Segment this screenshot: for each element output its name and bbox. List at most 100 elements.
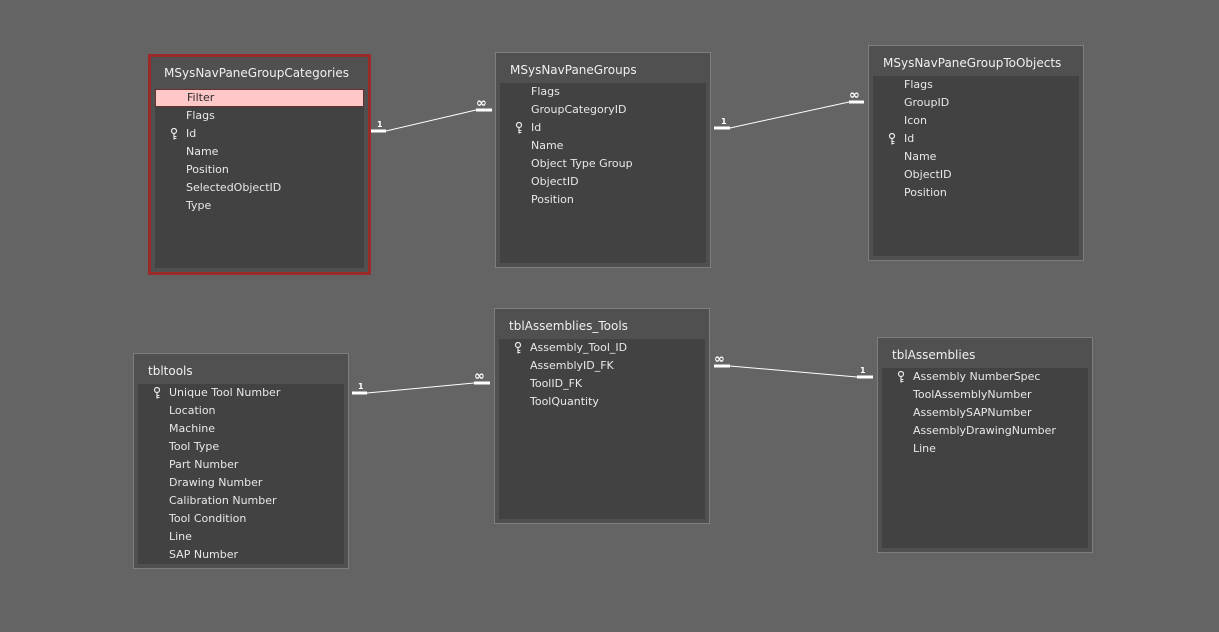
field-name: Name xyxy=(904,150,937,163)
field-row-sap-number[interactable]: SAP Number xyxy=(138,546,344,564)
field-name: Type xyxy=(186,199,212,212)
field-name: Location xyxy=(169,404,216,417)
field-name: Id xyxy=(531,121,542,134)
field-name: Calibration Number xyxy=(169,494,277,507)
field-name: Flags xyxy=(531,85,560,98)
field-row-groupcategoryid[interactable]: GroupCategoryID xyxy=(500,101,706,119)
relationship-one-label: 1 xyxy=(358,382,364,391)
field-name: Assembly_Tool_ID xyxy=(530,341,628,354)
field-row-name[interactable]: Name xyxy=(500,137,706,155)
field-row-position[interactable]: Position xyxy=(873,184,1079,202)
field-name: Flags xyxy=(904,78,933,91)
table-title[interactable]: tblAssemblies xyxy=(892,348,976,362)
table-tbltools[interactable]: tbltools Unique Tool Number Location Mac… xyxy=(133,353,349,569)
field-row-assembly-tool-id[interactable]: Assembly_Tool_ID xyxy=(499,339,705,357)
field-name: Icon xyxy=(904,114,927,127)
table-title[interactable]: MSysNavPaneGroupCategories xyxy=(164,66,350,80)
field-name: Id xyxy=(186,127,197,140)
field-row-line[interactable]: Line xyxy=(882,440,1088,458)
table-title[interactable]: MSysNavPaneGroupToObjects xyxy=(883,56,1062,70)
field-row-assemblydrawingnumber[interactable]: AssemblyDrawingNumber xyxy=(882,422,1088,440)
field-name: AssemblySAPNumber xyxy=(913,406,1032,419)
field-row-calibration-number[interactable]: Calibration Number xyxy=(138,492,344,510)
relationship-line xyxy=(729,101,850,129)
field-name: Position xyxy=(904,186,947,199)
field-row-flags[interactable]: Flags xyxy=(155,107,364,125)
table-title[interactable]: tbltools xyxy=(148,364,193,378)
field-row-flags[interactable]: Flags xyxy=(500,83,706,101)
table-title[interactable]: tblAssemblies_Tools xyxy=(509,319,628,333)
field-name: Drawing Number xyxy=(169,476,263,489)
field-name: AssemblyID_FK xyxy=(530,359,614,372)
field-row-groupid[interactable]: GroupID xyxy=(873,94,1079,112)
field-row-assembly-numberspec[interactable]: Assembly NumberSpec xyxy=(882,368,1088,386)
field-row-toolquantity[interactable]: ToolQuantity xyxy=(499,393,705,411)
field-row-object-type-group[interactable]: Object Type Group xyxy=(500,155,706,173)
key-icon xyxy=(514,342,522,354)
field-row-tool-condition[interactable]: Tool Condition xyxy=(138,510,344,528)
relationship-many-label: ∞ xyxy=(714,352,725,367)
field-row-tool-type[interactable]: Tool Type xyxy=(138,438,344,456)
field-name: Object Type Group xyxy=(531,157,633,170)
field-row-name[interactable]: Name xyxy=(155,143,364,161)
field-row-id[interactable]: Id xyxy=(500,119,706,137)
field-row-line[interactable]: Line xyxy=(138,528,344,546)
field-row-unique-tool-number[interactable]: Unique Tool Number xyxy=(138,384,344,402)
field-list[interactable]: Assembly_Tool_ID AssemblyID_FK ToolID_FK… xyxy=(499,339,705,519)
field-name: Name xyxy=(531,139,564,152)
field-name: Position xyxy=(531,193,574,206)
relationship-assembliestools-assemblies[interactable]: ∞ 1 xyxy=(714,352,873,379)
field-row-id[interactable]: Id xyxy=(873,130,1079,148)
relationship-one-label: 1 xyxy=(721,117,727,126)
field-row-toolid-fk[interactable]: ToolID_FK xyxy=(499,375,705,393)
field-list[interactable]: Unique Tool Number Location Machine Tool… xyxy=(138,384,344,564)
field-list[interactable]: Flags GroupID Icon Id Name O xyxy=(873,76,1079,256)
table-msysnavpanegroups[interactable]: MSysNavPaneGroups Flags GroupCategoryID … xyxy=(495,52,711,268)
field-row-machine[interactable]: Machine xyxy=(138,420,344,438)
field-row-id[interactable]: Id xyxy=(155,125,364,143)
table-title[interactable]: MSysNavPaneGroups xyxy=(510,63,637,77)
field-row-position[interactable]: Position xyxy=(155,161,364,179)
field-name: Line xyxy=(913,442,936,455)
field-row-location[interactable]: Location xyxy=(138,402,344,420)
relationship-one-label: 1 xyxy=(860,366,866,375)
field-row-name[interactable]: Name xyxy=(873,148,1079,166)
field-name: ToolAssemblyNumber xyxy=(913,388,1032,401)
field-row-filter[interactable]: Filter xyxy=(155,89,364,107)
field-row-drawing-number[interactable]: Drawing Number xyxy=(138,474,344,492)
field-name: ToolQuantity xyxy=(530,395,599,408)
field-name: SelectedObjectID xyxy=(186,181,282,194)
relationship-line xyxy=(385,109,477,132)
field-row-toolassemblynumber[interactable]: ToolAssemblyNumber xyxy=(882,386,1088,404)
table-tblassemblies[interactable]: tblAssemblies Assembly NumberSpec ToolAs… xyxy=(877,337,1093,553)
table-msysnavpanegroupcategories[interactable]: MSysNavPaneGroupCategories Filter Flags … xyxy=(148,54,371,275)
field-row-assemblysapnumber[interactable]: AssemblySAPNumber xyxy=(882,404,1088,422)
field-row-icon[interactable]: Icon xyxy=(873,112,1079,130)
field-row-type[interactable]: Type xyxy=(155,197,364,215)
field-row-objectid[interactable]: ObjectID xyxy=(500,173,706,191)
table-tblassemblies-tools[interactable]: tblAssemblies_Tools Assembly_Tool_ID Ass… xyxy=(494,308,710,524)
table-msysnavpanegrouptoobjects[interactable]: MSysNavPaneGroupToObjects Flags GroupID … xyxy=(868,45,1084,261)
field-row-part-number[interactable]: Part Number xyxy=(138,456,344,474)
relationship-many-label: ∞ xyxy=(849,88,860,103)
field-name: GroupCategoryID xyxy=(531,103,627,116)
field-list[interactable]: Flags GroupCategoryID Id Name Object Typ… xyxy=(500,83,706,263)
field-row-flags[interactable]: Flags xyxy=(873,76,1079,94)
field-row-selectedobjectid[interactable]: SelectedObjectID xyxy=(155,179,364,197)
field-name: Machine xyxy=(169,422,216,435)
relationship-many-label: ∞ xyxy=(476,96,487,111)
field-name: AssemblyDrawingNumber xyxy=(913,424,1056,437)
field-name: ObjectID xyxy=(531,175,579,188)
field-row-position[interactable]: Position xyxy=(500,191,706,209)
key-icon xyxy=(897,371,905,383)
field-row-objectid[interactable]: ObjectID xyxy=(873,166,1079,184)
relationship-categories-groups[interactable]: 1 ∞ xyxy=(371,96,492,133)
field-list[interactable]: Filter Flags Id Name Position xyxy=(155,89,364,268)
field-name: Filter xyxy=(187,91,215,104)
field-list[interactable]: Assembly NumberSpec ToolAssemblyNumber A… xyxy=(882,368,1088,548)
relationship-tools-assembliestools[interactable]: 1 ∞ xyxy=(352,369,490,395)
relationship-groups-grouptoobjects[interactable]: 1 ∞ xyxy=(714,88,864,130)
field-name: Assembly NumberSpec xyxy=(913,370,1041,383)
field-row-assemblyid-fk[interactable]: AssemblyID_FK xyxy=(499,357,705,375)
